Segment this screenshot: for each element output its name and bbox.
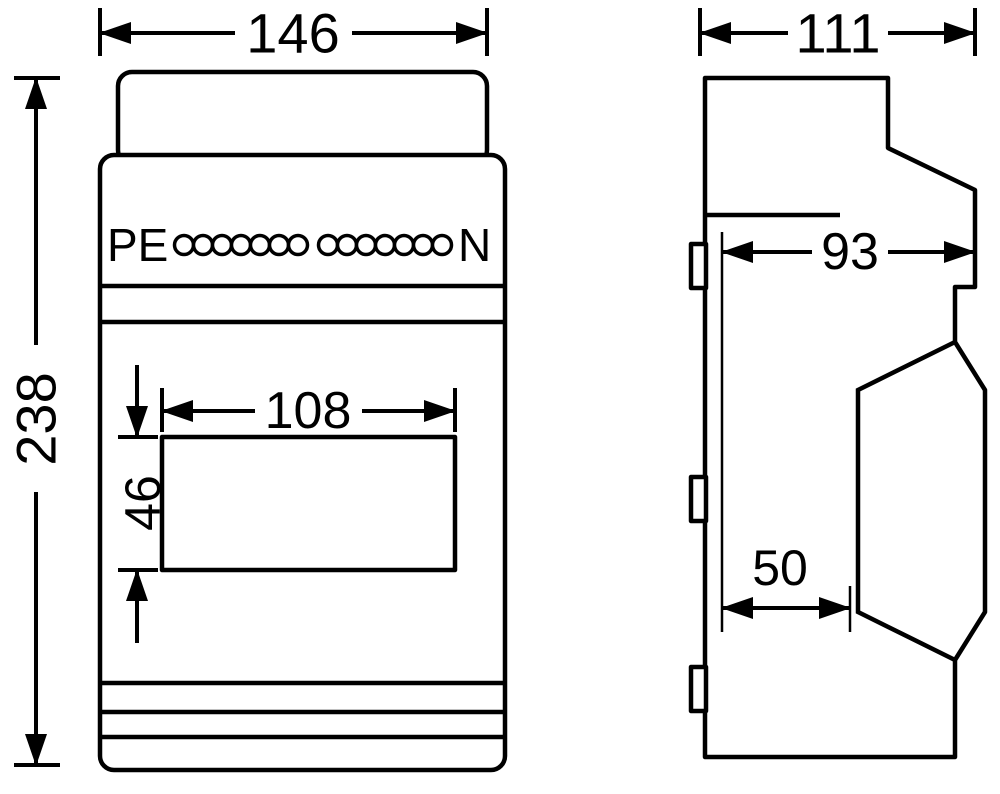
terminal-row: PE N (107, 219, 491, 271)
terminal-hole (286, 233, 310, 257)
dim-window-width: 108 (160, 382, 457, 440)
terminal-hole (411, 233, 435, 257)
terminal-hole (430, 233, 454, 257)
terminal-hole (248, 233, 272, 257)
n-terminal-holes (316, 233, 454, 257)
dim-window-height-value: 46 (115, 475, 171, 531)
terminal-hole (210, 233, 234, 257)
din-tab-top (688, 241, 709, 291)
dim-window-width-value: 108 (265, 382, 352, 440)
pe-terminal-label: PE (107, 219, 168, 271)
n-terminal-label: N (458, 219, 491, 271)
pe-terminal-holes (172, 233, 310, 257)
front-lid (115, 69, 490, 167)
din-tab-bottom (688, 664, 709, 714)
dim-side-mount-depth: 50 (721, 540, 852, 632)
side-window-profile (855, 339, 956, 663)
dim-window-height: 46 (115, 365, 171, 643)
terminal-hole (191, 233, 215, 257)
side-view: 111 93 50 (688, 2, 988, 760)
terminal-hole (316, 233, 340, 257)
dim-front-height-value: 238 (5, 372, 68, 465)
dim-side-inner-depth-value: 93 (821, 223, 879, 281)
dim-side-depth-value: 111 (795, 2, 880, 65)
dim-side-inner-depth: 93 (721, 223, 976, 281)
dim-front-width-value: 146 (246, 2, 339, 65)
terminal-hole (354, 233, 378, 257)
terminal-hole (335, 233, 359, 257)
front-window-cutout (159, 434, 458, 573)
front-view: PE N 146 238 (5, 2, 508, 773)
dim-front-width: 146 (98, 2, 489, 65)
terminal-hole (267, 233, 291, 257)
din-tab-middle (688, 474, 709, 524)
dim-side-depth: 111 (698, 2, 977, 65)
terminal-hole (392, 233, 416, 257)
terminal-hole (172, 233, 196, 257)
dim-front-height: 238 (5, 76, 68, 767)
dim-side-mount-depth-value: 50 (752, 540, 808, 596)
terminal-hole (373, 233, 397, 257)
terminal-hole (229, 233, 253, 257)
